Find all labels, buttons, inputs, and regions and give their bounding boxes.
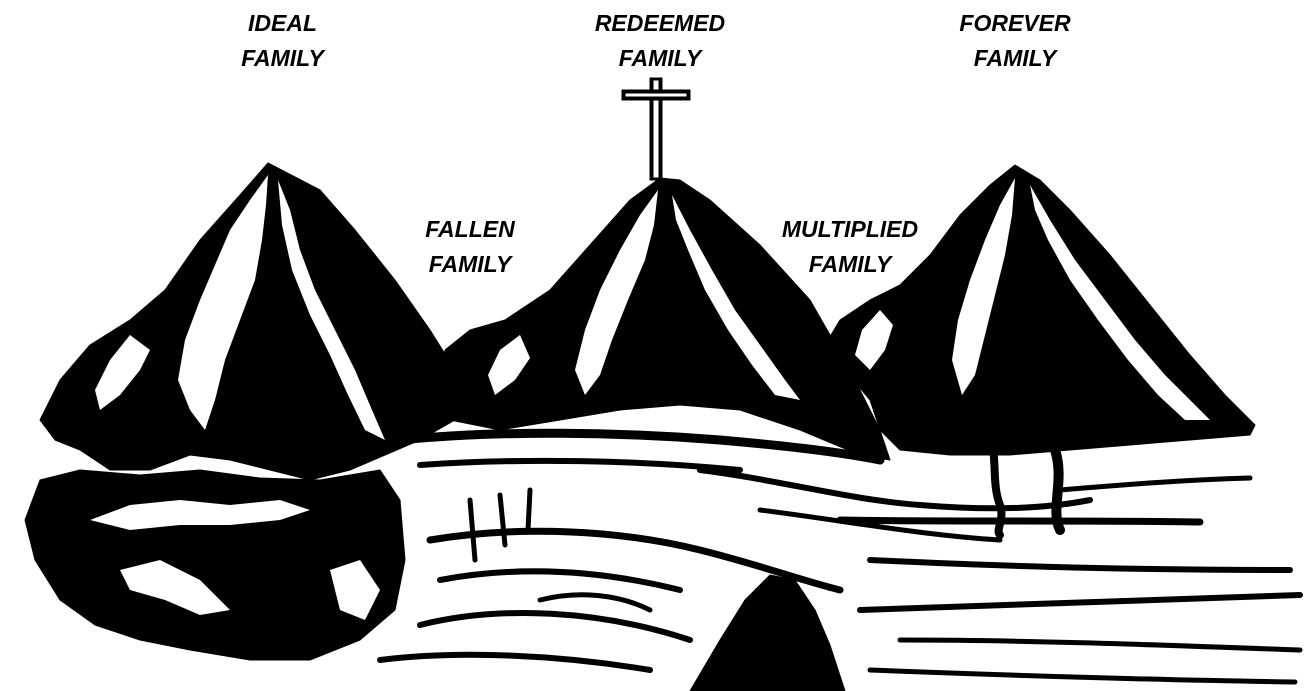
forever-family-line1: FOREVER <box>930 6 1100 41</box>
redeemed-family-line2: FAMILY <box>570 41 750 76</box>
ideal-family-line1: IDEAL <box>200 6 365 41</box>
fallen-family-line1: FALLEN <box>395 212 545 247</box>
multiplied-family-label: MULTIPLIED FAMILY <box>760 212 940 282</box>
redeemed-family-line1: REDEEMED <box>570 6 750 41</box>
multiplied-family-line1: MULTIPLIED <box>760 212 940 247</box>
bottom-outcrop <box>690 575 845 691</box>
multiplied-family-line2: FAMILY <box>760 247 940 282</box>
ideal-family-line2: FAMILY <box>200 41 365 76</box>
ideal-family-label: IDEAL FAMILY <box>200 6 365 76</box>
forever-family-line2: FAMILY <box>930 41 1100 76</box>
cross-icon <box>622 78 690 180</box>
redeemed-family-label: REDEEMED FAMILY <box>570 6 750 76</box>
fallen-family-label: FALLEN FAMILY <box>395 212 545 282</box>
fallen-family-line2: FAMILY <box>395 247 545 282</box>
forever-family-label: FOREVER FAMILY <box>930 6 1100 76</box>
water-lines <box>380 433 1300 682</box>
